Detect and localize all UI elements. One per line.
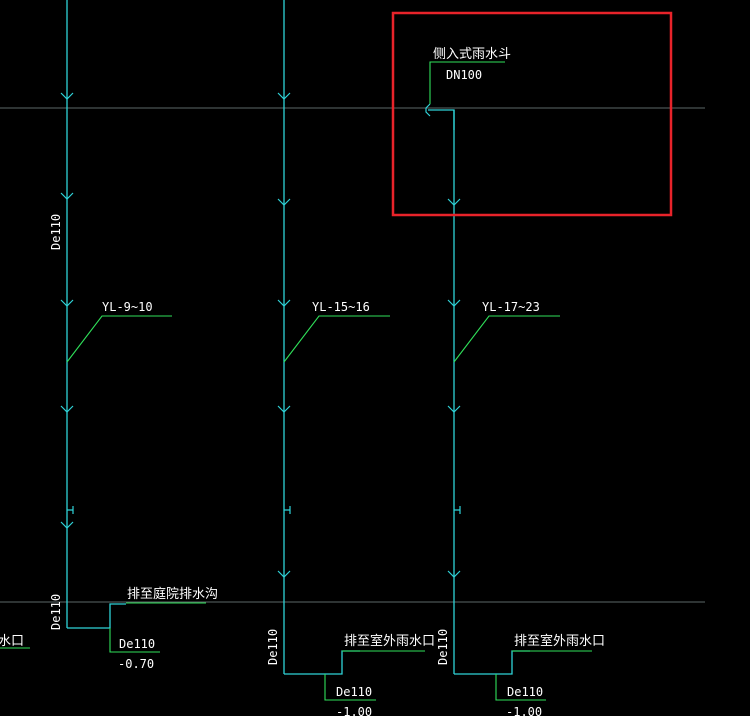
riser-tag-leader-right [453,315,560,363]
size-label-left: De110 [119,637,155,651]
discharge-right: 排至室外雨水口 De110 -1.00 [454,633,605,716]
riser-pipes [66,0,455,674]
side-inlet-drain-label: 侧入式雨水斗 [433,47,511,62]
pipe-size-middle: De110 [266,629,280,665]
drain-connection-pipe [428,109,455,130]
dn100-label: DN100 [446,68,482,82]
size-leader-left [109,628,160,653]
discharge-pipe-middle [284,650,360,675]
highlight-box [391,11,673,217]
size-leader-middle [324,674,376,701]
y-fitting [277,570,291,578]
y-fitting [277,198,291,206]
discharge-pipe-right [454,650,530,675]
cleanout-icon [284,506,291,514]
y-fitting [60,405,74,413]
y-fitting [447,198,461,206]
pipe-size-left-lower: De110 [49,594,63,630]
size-label-middle: De110 [336,685,372,699]
size-leader-right [495,674,546,701]
pipe-size-left-upper: De110 [49,214,63,250]
discharge-label-middle: 排至室外雨水口 [344,633,435,649]
discharge-left: 水口 排至庭院排水沟 De110 -0.70 [0,586,218,671]
y-fitting [447,299,461,307]
riser-tag-left: YL-9~10 [102,300,153,314]
y-fitting [277,299,291,307]
y-fitting [60,92,74,100]
y-fitting [447,570,461,578]
riser-tag-leader-left [66,315,172,363]
discharge-label-right: 排至室外雨水口 [514,633,605,649]
riser-tag-middle: YL-15~16 [312,300,370,314]
discharge-label-edge: 水口 [0,634,24,649]
y-fitting [60,192,74,200]
discharge-middle: 排至室外雨水口 De110 -1.00 [284,633,435,716]
elevation-label-middle: -1.00 [336,705,372,716]
y-fitting [277,92,291,100]
y-fitting [277,405,291,413]
y-fitting [60,521,74,529]
pipe-fittings [60,92,461,578]
riser-tag-leader-middle [283,315,390,363]
rain-drain-icon [425,103,431,117]
riser-tags: YL-9~10 YL-15~16 YL-17~23 [66,300,560,363]
cleanout-icon [67,506,74,514]
discharge-pipe-left [67,603,126,629]
drain-leader-line [429,61,505,104]
side-inlet-rain-drain: 侧入式雨水斗 DN100 [425,47,511,130]
cleanout-icon [454,506,461,514]
elevation-label-right: -1.00 [506,705,542,716]
cleanouts [67,506,461,514]
y-fitting [447,405,461,413]
size-label-right: De110 [507,685,543,699]
y-fitting [60,299,74,307]
riser-tag-right: YL-17~23 [482,300,540,314]
floor-lines [0,107,705,603]
pipe-size-right: De110 [436,629,450,665]
discharge-label-left: 排至庭院排水沟 [127,586,218,602]
elevation-label-left: -0.70 [118,657,154,671]
